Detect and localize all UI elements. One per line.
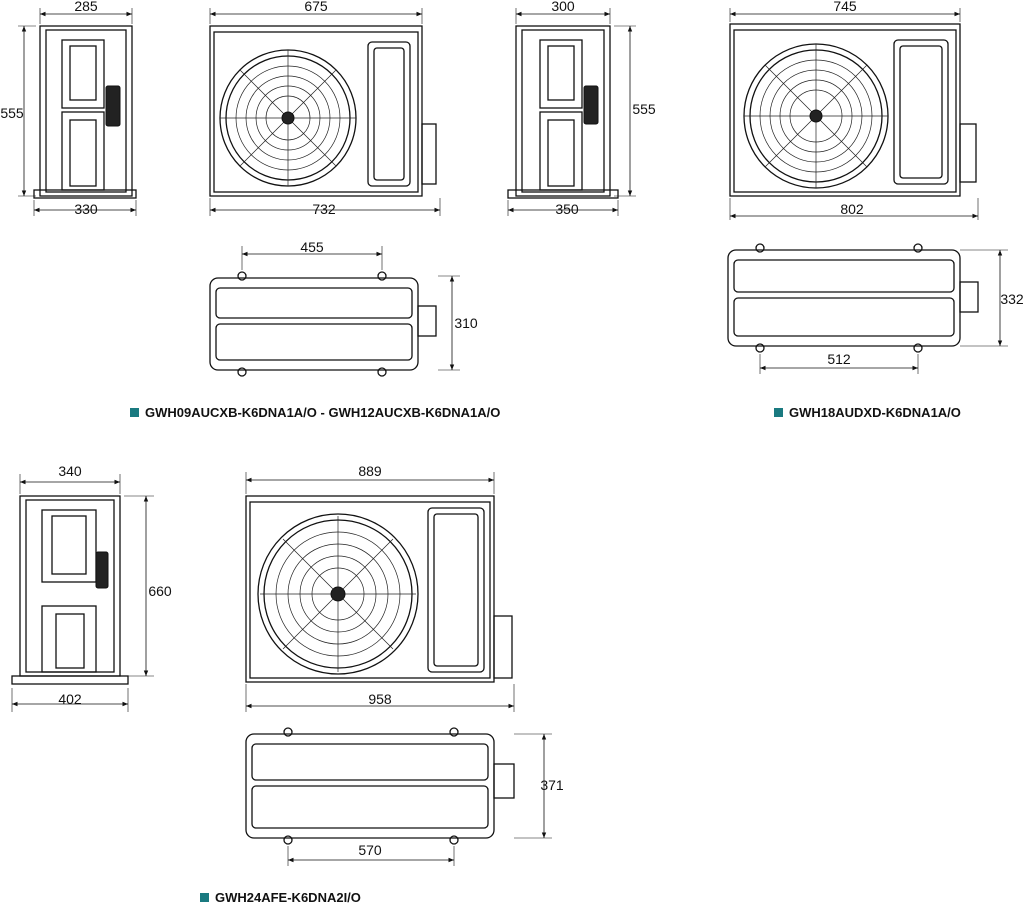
group-1: 285 555 330 bbox=[0, 0, 500, 420]
top-mounting-label-1: 455 bbox=[300, 239, 324, 255]
top-mounting-label-3: 570 bbox=[358, 842, 382, 858]
front-base-label-3: 958 bbox=[368, 691, 392, 707]
front-base-label-2: 802 bbox=[840, 201, 864, 217]
side-view-2: 300 555 350 bbox=[507, 0, 656, 217]
top-view-2: 332 512 bbox=[727, 243, 1024, 374]
side-base-label-2: 350 bbox=[555, 201, 579, 217]
front-base-label-1: 732 bbox=[312, 201, 336, 217]
top-view-3: 371 570 bbox=[245, 727, 564, 866]
front-view-3: 889 958 bbox=[245, 463, 515, 712]
side-height-label-1: 555 bbox=[0, 105, 24, 121]
top-depth-label-3: 371 bbox=[540, 777, 564, 793]
front-view-2: 745 802 bbox=[729, 0, 979, 220]
model-label-1: GWH09AUCXB-K6DNA1A/O - GWH12AUCXB-K6DNA1… bbox=[145, 405, 500, 420]
front-view-1: 675 732 bbox=[209, 0, 441, 217]
model-label-3: GWH24AFE-K6DNA2I/O bbox=[215, 890, 361, 905]
side-width-label-1: 285 bbox=[74, 0, 98, 14]
top-depth-label-1: 310 bbox=[454, 315, 478, 331]
top-mounting-label-2: 512 bbox=[827, 351, 851, 367]
side-height-label-2: 555 bbox=[632, 101, 656, 117]
side-width-label-3: 340 bbox=[58, 463, 82, 479]
side-height-label-3: 660 bbox=[148, 583, 172, 599]
side-base-label-3: 402 bbox=[58, 691, 82, 707]
front-width-label-2: 745 bbox=[833, 0, 857, 14]
model-bullet-3 bbox=[200, 893, 209, 902]
side-width-label-2: 300 bbox=[551, 0, 575, 14]
front-width-label-3: 889 bbox=[358, 463, 382, 479]
top-view-1: 455 310 bbox=[209, 239, 478, 377]
group-2: 300 555 350 bbox=[507, 0, 1024, 420]
model-bullet-2 bbox=[774, 408, 783, 417]
side-view-3: 340 660 402 bbox=[11, 463, 172, 712]
side-view-1: 285 555 330 bbox=[0, 0, 137, 217]
model-bullet-1 bbox=[130, 408, 139, 417]
model-label-2: GWH18AUDXD-K6DNA1A/O bbox=[789, 405, 961, 420]
front-width-label-1: 675 bbox=[304, 0, 328, 14]
group-3: 340 660 402 bbox=[11, 463, 564, 905]
side-base-label-1: 330 bbox=[74, 201, 98, 217]
top-depth-label-2: 332 bbox=[1000, 291, 1024, 307]
